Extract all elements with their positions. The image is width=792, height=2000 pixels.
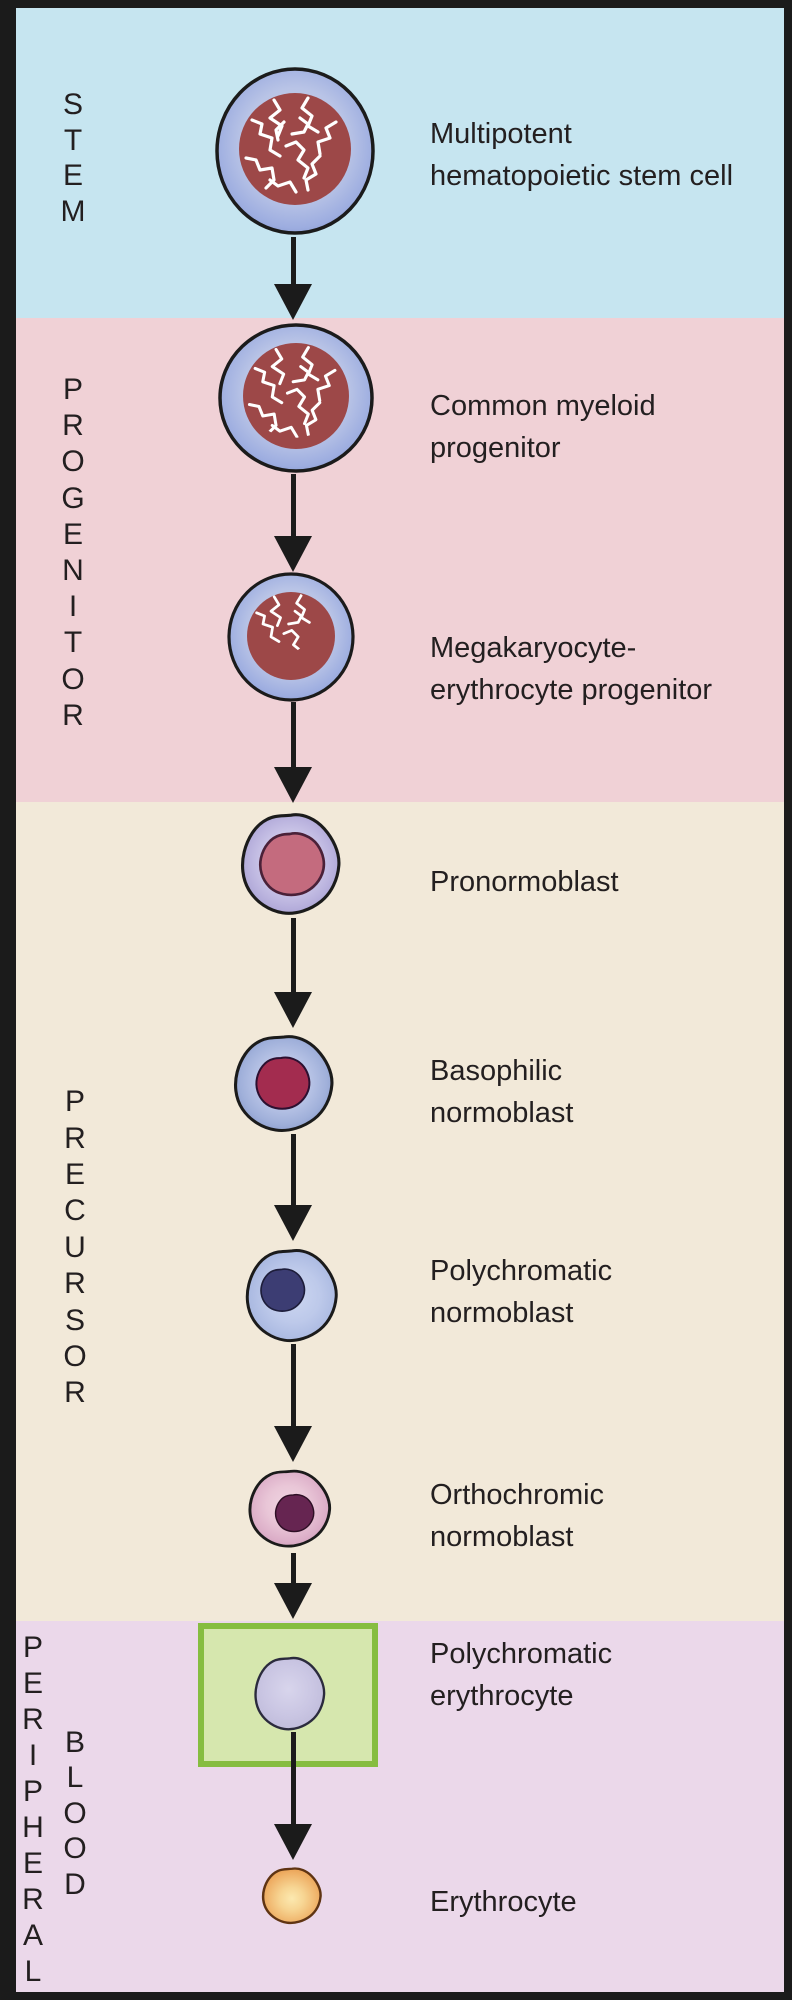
polychromatic-erythrocyte-cell-graphic [254, 1656, 326, 1731]
chromatin-lines [247, 346, 337, 438]
stage-label-polychromatic-erythrocyte: Polychromatic erythrocyte [430, 1633, 760, 1717]
label-line: Common myeloid [430, 390, 656, 422]
nucleus [247, 592, 335, 680]
label-line: Polychromatic [430, 1255, 613, 1287]
stage-label-common-myeloid-progenitor: Common myeloid progenitor [430, 385, 760, 469]
band-title-letter: O [63, 1832, 87, 1866]
band-title-letter: H [22, 1811, 44, 1844]
arrow-pronormoblast-to-basophilic [274, 918, 312, 1028]
basophilic-normoblast-cell-graphic [233, 1035, 334, 1132]
label-line: Basophilic [430, 1055, 563, 1087]
band-title-letter: E [64, 1157, 85, 1191]
nucleus [274, 1493, 315, 1533]
nucleus [258, 832, 326, 897]
label-line: erythrocyte progenitor [430, 674, 713, 706]
label-line: Megakaryocyte- [430, 632, 637, 664]
band-title-letter: U [64, 1230, 86, 1264]
band-title-letter: D [64, 1867, 86, 1901]
band-progenitor [16, 318, 784, 802]
arrow-basophilic-to-polychromatic [274, 1134, 312, 1241]
band-title-letter: R [62, 409, 84, 443]
band-title-letter: O [63, 1796, 87, 1830]
band-title-letter: L [66, 1761, 84, 1795]
band-title-letter: S [64, 1303, 85, 1337]
nucleus [255, 1056, 311, 1110]
band-title-letter: R [22, 1703, 44, 1736]
arrow-mep-to-pronormoblast [274, 702, 312, 803]
label-line: Polychromatic [430, 1638, 613, 1670]
stage-label-megakaryocyte-erythrocyte-progenitor: Megakaryocyte- erythrocyte progenitor [430, 627, 760, 711]
stage-label-pronormoblast: Pronormoblast [430, 861, 760, 903]
band-title-letter: R [64, 1121, 86, 1155]
band-title-letter: L [24, 1955, 42, 1988]
band-title-letter: M [60, 194, 86, 228]
polychromatic-normoblast-cell-graphic [245, 1249, 338, 1343]
band-title-letter: P [64, 1085, 85, 1119]
pronormoblast-cell-graphic [240, 813, 341, 915]
band-title-letter: P [22, 1631, 43, 1664]
band-title-letter: A [22, 1919, 43, 1952]
band-peripheral-blood [16, 1621, 784, 1992]
band-title-letter: R [64, 1376, 86, 1410]
nucleus [239, 93, 351, 205]
band-title-letter: O [63, 1339, 87, 1373]
arrow-polychromatic-erythrocyte-to-erythrocyte [274, 1732, 312, 1860]
band-title-letter: I [68, 590, 78, 624]
label-line: erythrocyte [430, 1680, 574, 1712]
band-title-letter: E [22, 1847, 43, 1880]
nucleus [260, 1268, 306, 1312]
band-stem [16, 8, 784, 318]
erythrocyte-cell-graphic [261, 1867, 322, 1925]
label-line: progenitor [430, 432, 561, 464]
band-title-letter: R [22, 1883, 44, 1916]
label-line: hematopoietic stem cell [430, 160, 734, 192]
orthochromic-normoblast-cell-graphic [248, 1469, 332, 1548]
label-line: Erythrocyte [430, 1886, 577, 1918]
band-title-letter: T [63, 123, 83, 157]
stage-label-basophilic-normoblast: Basophilic normoblast [430, 1050, 760, 1134]
band-precursor [16, 802, 784, 1621]
band-title-letter: P [62, 373, 83, 407]
stage-label-polychromatic-normoblast: Polychromatic normoblast [430, 1250, 760, 1334]
band-title-letter: G [61, 481, 85, 515]
arrow-orthochromic-to-polychromatic-erythrocyte [274, 1553, 312, 1619]
chromatin-lines [244, 96, 338, 194]
band-title-letter: R [64, 1267, 86, 1301]
label-line: Pronormoblast [430, 866, 619, 898]
band-title-letter: I [28, 1739, 38, 1772]
band-title-letter: E [62, 159, 83, 193]
label-line: Orthochromic [430, 1479, 605, 1511]
band-title-letter: N [62, 554, 84, 588]
band-title-letter: O [61, 662, 85, 696]
stage-label-orthochromic-normoblast: Orthochromic normoblast [430, 1474, 760, 1558]
arrow-stem-to-cmp [274, 237, 312, 320]
band-title-letter: E [22, 1667, 43, 1700]
multipotent-hsc-cell-graphic [215, 67, 375, 235]
label-line: normoblast [430, 1097, 574, 1129]
band-title-letter: B [64, 1725, 85, 1759]
common-myeloid-progenitor-cell-graphic [218, 323, 374, 473]
arrow-cmp-to-mep [274, 474, 312, 572]
arrow-polychromatic-to-orthochromic [274, 1344, 312, 1462]
band-title-letter: T [63, 626, 83, 660]
band-title-letter: C [64, 1194, 86, 1228]
band-title-letter: S [62, 87, 83, 121]
stage-label-multipotent-hsc: Multipotent hematopoietic stem cell [430, 113, 760, 197]
nucleus [243, 343, 349, 449]
band-title-letter: O [61, 445, 85, 479]
megakaryocyte-erythrocyte-progenitor-cell-graphic [227, 572, 355, 702]
band-title-letter: R [62, 698, 84, 732]
label-line: normoblast [430, 1521, 574, 1553]
label-line: Multipotent [430, 118, 572, 150]
stage-label-erythrocyte: Erythrocyte [430, 1881, 760, 1923]
band-title-letter: P [22, 1775, 43, 1808]
label-line: normoblast [430, 1297, 574, 1329]
band-title-letter: E [62, 517, 83, 551]
